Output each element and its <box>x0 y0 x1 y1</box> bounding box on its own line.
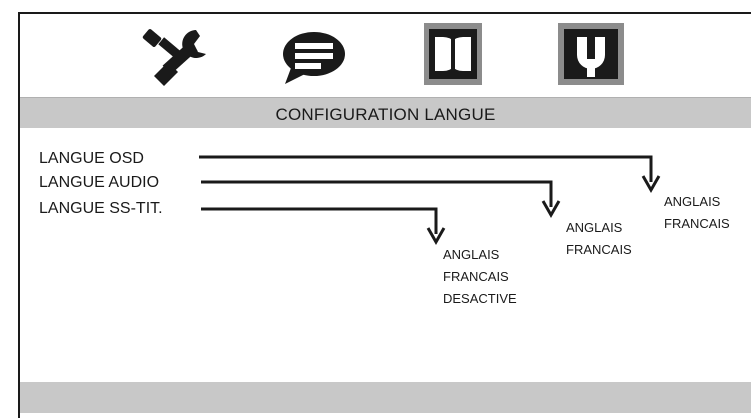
title-bar: CONFIGURATION LANGUE <box>20 97 751 128</box>
osd-connector <box>199 155 653 182</box>
option-item[interactable]: ANGLAIS <box>566 220 623 235</box>
speaker-icon[interactable] <box>558 23 624 85</box>
option-item[interactable]: ANGLAIS <box>443 247 500 262</box>
option-item[interactable]: FRANCAIS <box>443 269 509 284</box>
osd-arrow-icon <box>641 175 661 194</box>
speech-bubble-icon[interactable] <box>281 30 347 86</box>
screen-frame <box>18 12 751 418</box>
osd-options: ANGLAIS FRANCAIS <box>664 191 730 235</box>
audio-arrow-icon <box>541 200 561 219</box>
option-item[interactable]: FRANCAIS <box>664 216 730 231</box>
bottom-bar <box>20 382 751 413</box>
page-title: CONFIGURATION LANGUE <box>275 105 496 124</box>
menu-item-langue-osd[interactable]: LANGUE OSD <box>39 150 144 167</box>
menu-item-langue-ss-tit[interactable]: LANGUE SS-TIT. <box>39 200 163 217</box>
subtitle-arrow-icon <box>426 227 446 246</box>
option-item[interactable]: DESACTIVE <box>443 291 517 306</box>
subtitle-connector <box>201 207 438 234</box>
subtitle-options: ANGLAIS FRANCAIS DESACTIVE <box>443 244 517 310</box>
audio-connector <box>201 180 553 207</box>
option-item[interactable]: FRANCAIS <box>566 242 632 257</box>
audio-options: ANGLAIS FRANCAIS <box>566 217 632 261</box>
wrench-screwdriver-icon[interactable] <box>140 26 214 90</box>
dolby-icon[interactable] <box>424 23 482 85</box>
menu-item-langue-audio[interactable]: LANGUE AUDIO <box>39 174 160 191</box>
option-item[interactable]: ANGLAIS <box>664 194 721 209</box>
